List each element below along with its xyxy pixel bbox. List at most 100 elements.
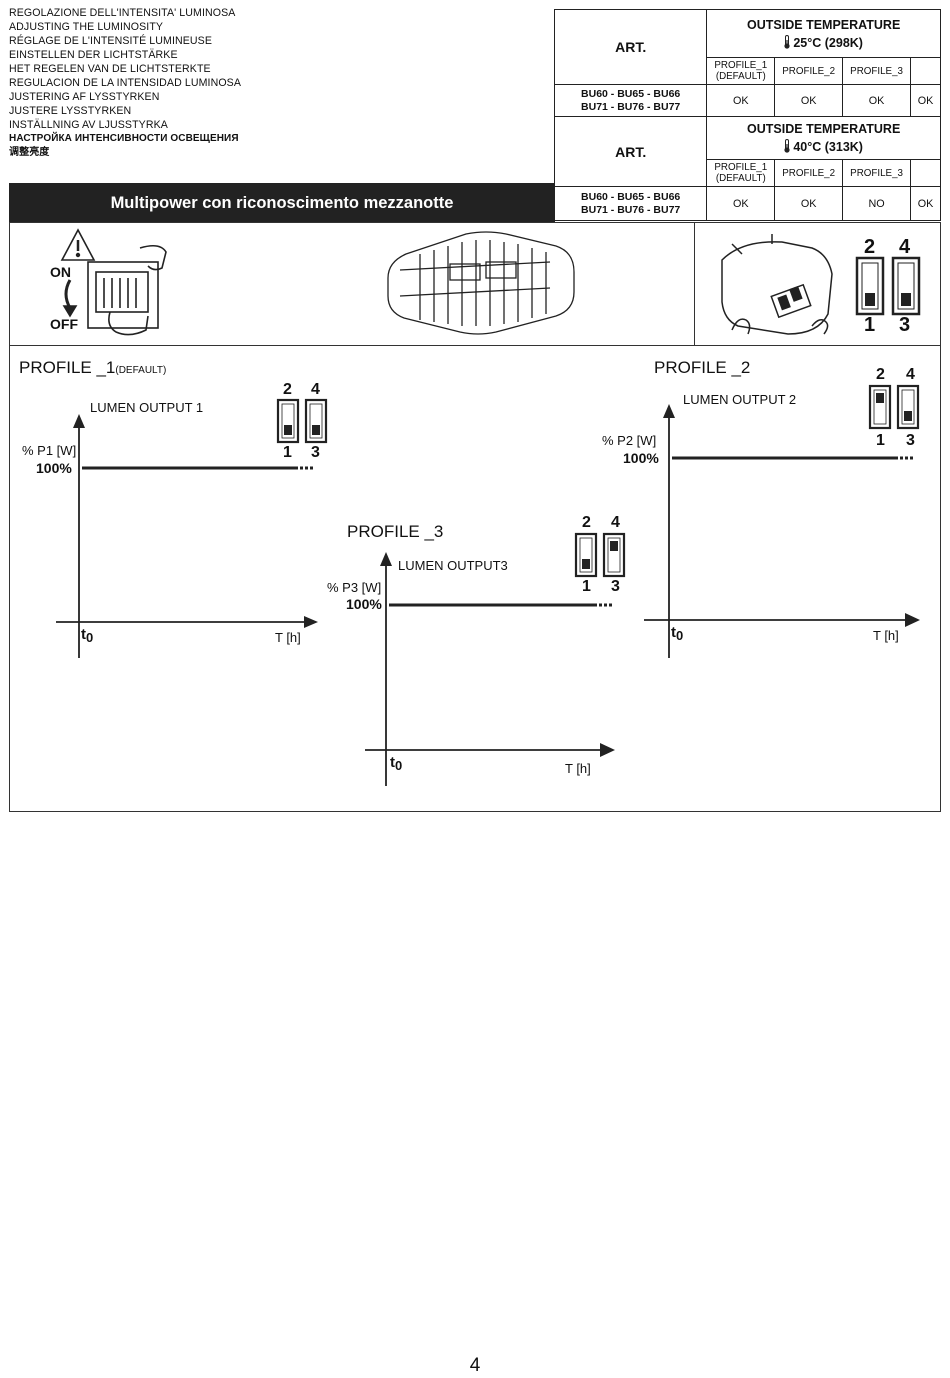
t0-text: t [390,754,395,771]
result-cell: OK [706,186,776,221]
profile2-dip-switch [868,384,920,430]
dip-knob [582,559,590,569]
dip-number-1: 1 [876,432,885,449]
thermometer-icon [784,34,790,49]
profile1-label: PROFILE_1 [714,60,768,71]
dip-number-4: 4 [611,514,620,531]
lang-line: RÉGLAGE DE L'INTENSITÉ LUMINEUSE [9,35,213,47]
profile3-level-label: 100% [346,596,382,612]
dip-number-1: 1 [864,314,876,336]
dip-number-3: 3 [611,578,620,595]
default-label: (DEFAULT) [715,71,766,82]
lang-line: ADJUSTING THE LUMINOSITY [9,21,164,33]
page-number: 4 [469,1355,481,1376]
profile3-y-label: % P3 [W] [327,580,382,595]
t0-subscript: 0 [86,630,94,645]
t0-subscript: 0 [395,758,403,773]
profile3-title-text: PROFILE _3 [347,522,444,541]
model-line: BU71 - BU76 - BU77 [581,100,681,113]
profile3-title: PROFILE _3 [347,522,443,542]
off-label: OFF [50,316,78,332]
dip-number-1: 1 [582,578,591,595]
profile2-level-label: 100% [623,450,659,466]
lang-line: REGULACION DE LA INTENSIDAD LUMINOSA [9,77,242,89]
profile3-header: PROFILE_3 [842,57,912,85]
profile1-header: PROFILE_1(DEFAULT) [706,57,776,85]
x-axis-arrow [304,616,318,628]
outside-temperature-header: OUTSIDE TEMPERATURE 25°C (298K) [706,9,941,58]
dip-knob [904,411,912,421]
model-line: BU71 - BU76 - BU77 [581,203,681,216]
profile1-x-label: T [h] [275,630,301,645]
lang-line: 调整亮度 [9,147,50,158]
profile1-header: PROFILE_1(DEFAULT) [706,159,776,187]
result-cell: OK [706,84,776,117]
empty-header [910,57,941,85]
model-line: BU60 - BU65 - BU66 [581,190,681,203]
art-label: ART. [553,9,708,85]
profile2-title-text: PROFILE _2 [654,358,751,377]
art-label: ART. [553,116,708,187]
thermometer-icon [784,139,790,153]
dip-number-3: 3 [899,314,911,336]
lang-line: INSTÄLLNING AV LJUSSTYRKA [9,119,168,131]
lang-line: JUSTERE LYSSTYRKEN [9,105,132,117]
x-axis-arrow [905,613,920,627]
default-label: (DEFAULT) [715,173,766,184]
lang-line: REGOLAZIONE DELL'INTENSITA' LUMINOSA [9,7,236,19]
outside-temperature-header: OUTSIDE TEMPERATURE 40°C (313K) [706,116,941,160]
y-axis-arrow [663,404,675,418]
y-axis-arrow [380,552,392,566]
profile1-y-label: % P1 [W] [22,443,77,458]
dip-number-4: 4 [899,236,911,258]
temperature-table-40c: ART. OUTSIDE TEMPERATURE 40°C (313K) PRO… [553,116,941,221]
profile1-label: PROFILE_1 [714,162,768,173]
dip-knob [610,541,618,551]
profile1-graph [56,414,318,658]
temperature-table-25c: ART. OUTSIDE TEMPERATURE 25°C (298K) PRO… [553,9,941,117]
profile2-graph [644,404,920,658]
power-switch-illustration [60,228,167,336]
dip-knob [312,425,320,435]
empty-header [910,159,941,187]
lang-line: JUSTERING AF LYSSTYRKEN [9,91,160,103]
result-cell: OK [910,186,941,221]
profile1-dip-switch [276,398,328,444]
profile3-graph [365,552,615,786]
model-line: BU60 - BU65 - BU66 [581,87,681,100]
profile3-dip-switch [574,532,626,578]
profile1-level-label: 100% [36,460,72,476]
driver-device-illustration [387,231,575,335]
frame-divider-vertical [694,222,695,346]
temperature-value: 25°C (298K) [793,35,863,50]
section-title-bar: Multipower con riconoscimento mezzanotte [9,183,555,223]
profile1-title-text: PROFILE _1 [19,358,116,377]
t0-text: t [81,626,86,643]
result-cell: OK [774,84,844,117]
dip-number-4: 4 [311,381,320,398]
t0-text: t [671,624,676,641]
profile2-title: PROFILE _2 [654,358,750,378]
profile3-x-label: T [h] [565,761,591,776]
profile2-header: PROFILE_2 [774,159,844,187]
profile2-x-label: T [h] [873,628,899,643]
dip-number-2: 2 [864,236,876,258]
result-cell: OK [842,84,912,117]
profile2-y-label: % P2 [W] [602,433,657,448]
result-cell: NO [842,186,912,221]
section-title: Multipower con riconoscimento mezzanotte [110,193,454,212]
result-cell: OK [910,84,941,117]
dip-number-2: 2 [876,366,885,383]
outside-temperature-label: OUTSIDE TEMPERATURE [747,122,901,136]
profile3-t0-label: t0 [390,754,402,773]
t0-subscript: 0 [676,628,684,643]
dip-switch-closeup-illustration [721,234,833,335]
dip-number-3: 3 [311,444,320,461]
frame-divider-horizontal [9,345,941,346]
profile1-t0-label: t0 [81,626,93,645]
temperature-value: 40°C (313K) [793,140,863,154]
dip-number-2: 2 [283,381,292,398]
x-axis-arrow [600,743,615,757]
